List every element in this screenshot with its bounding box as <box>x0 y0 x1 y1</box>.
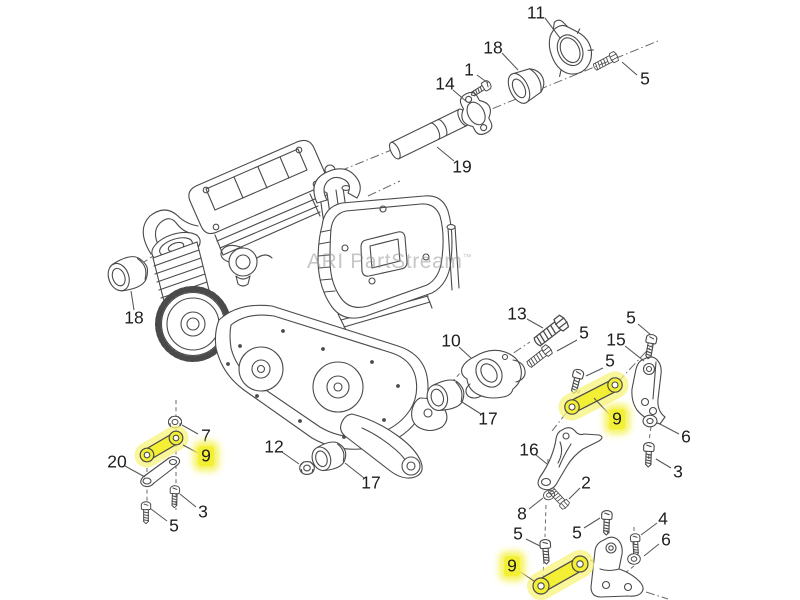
part-5-screw-bottom-left <box>539 538 553 565</box>
callout-13[interactable]: 13 <box>507 303 527 324</box>
part-17-bushing-right <box>426 379 465 411</box>
engine-illustration <box>142 139 460 479</box>
part-19-tube <box>388 108 470 160</box>
callout-5[interactable]: 5 <box>169 515 179 536</box>
part-14-gasket <box>459 91 493 136</box>
callout-11[interactable]: 11 <box>526 2 546 23</box>
callout-2[interactable]: 2 <box>581 472 591 493</box>
part-17-bushing-center <box>311 441 347 472</box>
callout-9[interactable]: 9 <box>609 409 625 429</box>
part-9-link-bottom[interactable] <box>527 550 594 600</box>
callout-8[interactable]: 8 <box>517 503 527 524</box>
callout-9[interactable]: 9 <box>198 446 214 466</box>
part-5-screw-bottom-mid <box>600 509 613 536</box>
callout-12[interactable]: 12 <box>264 436 284 457</box>
callout-5[interactable]: 5 <box>640 68 650 89</box>
part-4-screw <box>629 533 642 557</box>
callout-5[interactable]: 5 <box>579 322 589 343</box>
part-5-bolt-topright <box>591 50 620 73</box>
part-5-bolt-mid <box>524 343 554 370</box>
callout-19[interactable]: 19 <box>452 156 472 177</box>
part-3-screw-right <box>642 441 655 468</box>
leader-lines <box>124 17 680 582</box>
part-9-link-right[interactable] <box>558 371 629 421</box>
part-13-bolt <box>530 313 571 350</box>
callout-18[interactable]: 18 <box>124 307 144 328</box>
part-5-screw-bracket15 <box>642 333 658 361</box>
part-15-bracket <box>631 356 666 425</box>
highlighted-part-9-links <box>134 371 629 600</box>
callout-1[interactable]: 1 <box>464 59 474 80</box>
part-6-washer-right <box>642 414 658 428</box>
callout-4[interactable]: 4 <box>658 508 668 529</box>
part-16-bracket <box>537 427 603 491</box>
part-12-nut <box>299 461 315 475</box>
callout-9[interactable]: 9 <box>504 556 520 576</box>
callout-5[interactable]: 5 <box>513 523 523 544</box>
callout-6[interactable]: 6 <box>661 529 671 550</box>
part-10-mount-flange <box>461 349 526 399</box>
callout-17[interactable]: 17 <box>478 408 498 429</box>
part-18-bushing-top <box>507 68 545 104</box>
callout-3[interactable]: 3 <box>198 501 208 522</box>
callout-17[interactable]: 17 <box>361 472 381 493</box>
callout-14[interactable]: 14 <box>435 73 455 94</box>
exploded-parts <box>107 19 666 598</box>
part-20-link <box>140 455 181 488</box>
callout-18[interactable]: 18 <box>483 37 503 58</box>
callout-6[interactable]: 6 <box>681 426 691 447</box>
callout-7[interactable]: 7 <box>201 425 211 446</box>
callout-3[interactable]: 3 <box>673 461 683 482</box>
part-18-bushing-left <box>107 256 149 292</box>
callout-20[interactable]: 20 <box>107 451 127 472</box>
part-5-screw-far-left <box>140 501 152 525</box>
part-mount-bracket-bottom <box>590 536 644 598</box>
callout-5[interactable]: 5 <box>626 307 636 328</box>
callout-5[interactable]: 5 <box>605 350 615 371</box>
callout-15[interactable]: 15 <box>606 329 626 350</box>
part-9-link-left[interactable] <box>134 425 189 468</box>
part-3-screw-left <box>169 485 181 509</box>
callout-16[interactable]: 16 <box>519 439 539 460</box>
part-6-washer-bottom <box>627 553 641 565</box>
callout-5[interactable]: 5 <box>572 522 582 543</box>
callout-10[interactable]: 10 <box>441 330 461 351</box>
